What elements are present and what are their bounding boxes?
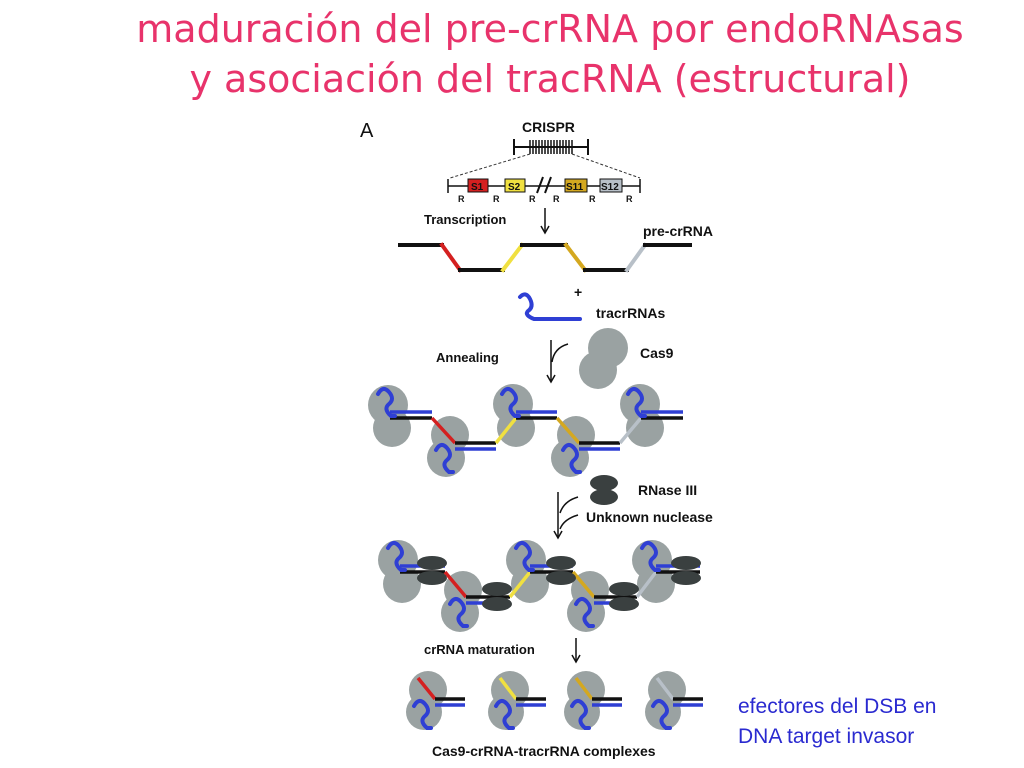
spacer-s11-label: S11 [566,182,584,193]
cas9-label: Cas9 [640,345,674,361]
spacer-s12 [599,178,623,193]
rnase-iii-icon [590,475,618,505]
rnase-iii-label: RNase III [638,482,697,498]
processed-complexes [378,540,701,632]
caption-line-2: DNA target invasor [738,725,915,748]
maturation-arrow-icon [571,638,581,664]
crispr-locus: CRISPR S1 S2 S11 S12 R R R R R R [447,119,641,204]
tracrrnas-label: tracrRNAs [596,305,665,321]
spacer-s2-label: S2 [508,182,521,193]
mature-complexes [406,671,703,730]
repeat-label: R [589,194,596,204]
processing-arrow-icon [553,492,579,540]
cas9-protein-icon [579,328,628,389]
repeat-label: R [626,194,633,204]
annealing-arrow-icon [546,340,569,384]
repeat-label: R [458,194,465,204]
unknown-nuclease-label: Unknown nuclease [586,509,713,525]
crrna-maturation-label: crRNA maturation [424,642,535,657]
title-line-1: maduración del pre-crRNA por endoRNAsas [136,7,964,51]
spacer-s11 [564,178,588,193]
repeat-label: R [529,194,536,204]
plus-label: + [574,284,582,300]
pre-crrna-transcript [398,242,692,273]
spacer-s1-label: S1 [471,182,484,193]
caption-line-1: efectores del DSB en [738,695,937,718]
spacer-s1 [467,178,489,193]
panel-label: A [360,120,374,142]
spacer-s12-label: S12 [601,182,619,193]
repeat-label: R [493,194,500,204]
title-line-2: y asociación del tracRNA (estructural) [189,57,911,101]
crispr-label: CRISPR [522,119,575,135]
slide-title: maduración del pre-crRNA por endoRNAsas … [0,4,1024,104]
pre-crrna-label: pre-crRNA [643,223,713,239]
spacer-s2 [504,178,526,193]
down-arrow-icon [540,208,550,235]
annealing-label: Annealing [436,350,499,365]
caption: efectores del DSB en DNA target invasor [738,692,936,752]
complexes-label: Cas9-crRNA-tracrRNA complexes [432,743,656,759]
tracrrna-icon [518,292,582,321]
transcription-label: Transcription [424,212,506,227]
annealed-complexes [368,384,683,477]
repeat-label: R [553,194,560,204]
